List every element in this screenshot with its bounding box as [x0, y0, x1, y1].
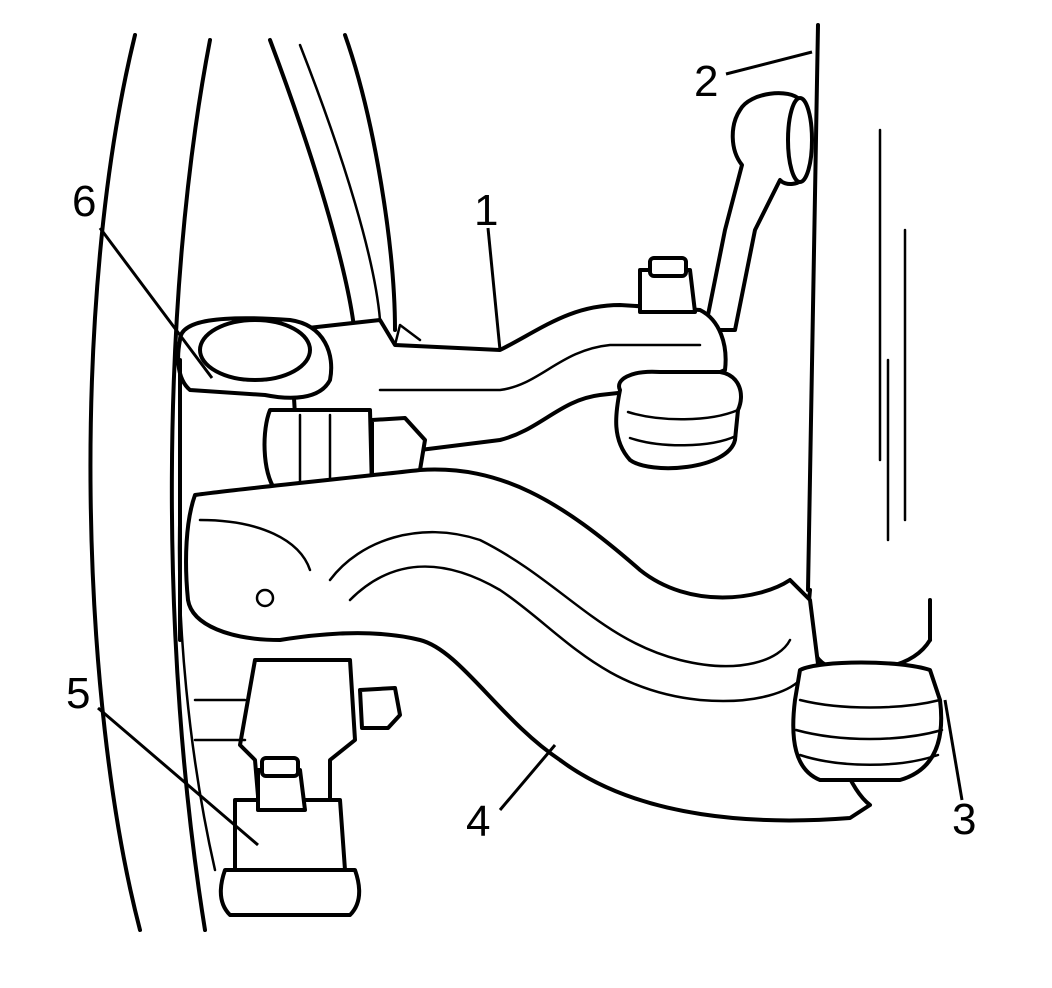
- lower-shock-mount: [193, 658, 402, 917]
- callout-3: 3: [952, 795, 976, 844]
- strut-assembly: [806, 23, 932, 673]
- callout-labels: 1 2 3 4 5 6: [66, 57, 976, 846]
- leader-3: [943, 699, 964, 801]
- upper-ball-joint: [614, 256, 743, 471]
- callout-6: 6: [72, 177, 96, 226]
- leader-2: [725, 50, 813, 76]
- leader-lines: [97, 50, 964, 847]
- callout-1: 1: [474, 186, 498, 235]
- leader-5: [97, 706, 259, 847]
- leader-4: [498, 744, 557, 811]
- upper-arm-bushing: [176, 316, 427, 642]
- leader-6: [98, 227, 214, 379]
- callout-4: 4: [466, 797, 490, 846]
- callout-2: 2: [694, 57, 718, 106]
- callout-5: 5: [66, 669, 90, 718]
- lower-control-arm: [184, 467, 872, 823]
- leader-1: [486, 227, 502, 351]
- stabilizer-link: [703, 91, 814, 332]
- upper-control-arm: [288, 303, 728, 452]
- lower-ball-joint: [791, 660, 944, 782]
